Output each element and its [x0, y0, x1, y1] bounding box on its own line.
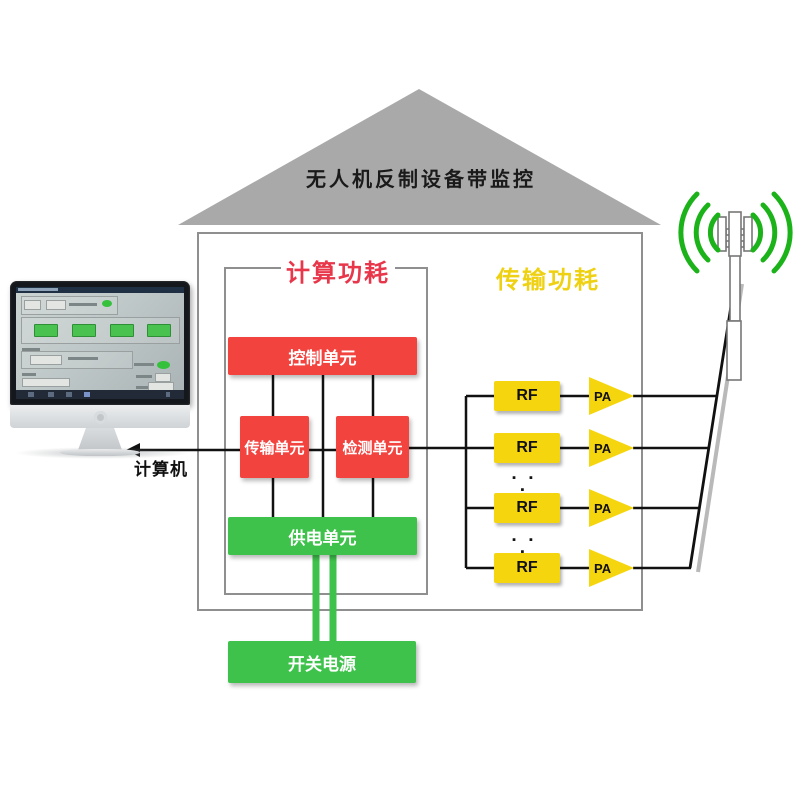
field-label-line-1	[136, 375, 152, 378]
antenna-mast-upper	[729, 254, 741, 322]
mode-text-line	[68, 357, 98, 360]
power-unit-box: 供电单元	[228, 517, 417, 555]
detect-unit-box: 检测单元	[336, 416, 409, 478]
monitor-stand-base	[60, 449, 140, 456]
field-label-line-2	[136, 386, 158, 389]
wifi-signal-icon	[678, 191, 793, 274]
roof-title: 无人机反制设备带监控	[306, 169, 536, 191]
roof-triangle	[178, 89, 661, 225]
taskbar-icon-2	[66, 392, 72, 397]
monitor-screen	[16, 287, 184, 399]
enable-toggle	[157, 361, 170, 369]
rf-ellipsis-1: ▪ ▪ ▪	[512, 472, 538, 496]
param-field	[22, 378, 70, 387]
rf-box-4: RF	[494, 553, 560, 583]
taskbar-start-icon	[28, 392, 34, 397]
taskbar	[16, 390, 184, 399]
value-field-1	[155, 373, 171, 382]
status-text-line	[69, 303, 97, 306]
transfer-unit-box: 传输单元	[240, 416, 309, 478]
pa-label: PA	[594, 388, 612, 404]
channel-button-4	[147, 324, 171, 337]
group-label-line	[22, 348, 40, 351]
app-title-text	[18, 288, 58, 291]
antenna-panel-right	[743, 216, 753, 252]
channel-button-3	[110, 324, 134, 337]
taskbar-icon-1	[48, 392, 54, 397]
antenna-panel-left	[717, 216, 727, 252]
wifi-arc-left-outer	[678, 191, 700, 274]
control-unit-box: 控制单元	[228, 337, 417, 375]
status-indicator-dot	[102, 300, 112, 307]
antenna-feed-line	[688, 273, 738, 569]
pa-label: PA	[594, 440, 612, 456]
channel-button-2	[72, 324, 96, 337]
monitor-stand-neck	[78, 428, 122, 450]
switch-psu-box: 开关电源	[228, 641, 416, 683]
wifi-arc-left-mid	[693, 202, 711, 263]
rf-box-2: RF	[494, 433, 560, 463]
wifi-arc-left-inner	[707, 212, 721, 253]
rf-ellipsis-2: ▪ ▪ ▪	[512, 534, 538, 558]
app-titlebar	[16, 287, 184, 293]
computer-label: 计算机	[134, 460, 188, 479]
antenna-panel-center	[728, 211, 742, 257]
computing-section-label: 计算功耗	[281, 253, 395, 288]
monitor-logo-circle	[94, 411, 107, 424]
taskbar-tray-icon	[166, 392, 170, 397]
wifi-arc-right-inner	[750, 212, 764, 253]
antenna-mast-lower	[726, 320, 742, 381]
rf-box-1: RF	[494, 381, 560, 411]
pa-label: PA	[594, 560, 612, 576]
wifi-arc-right-outer	[771, 191, 793, 274]
param-label-line	[22, 373, 36, 376]
mode-button	[30, 355, 62, 365]
transmission-section-label: 传输功耗	[496, 267, 600, 294]
antenna-icon	[717, 211, 753, 381]
channel-button-1	[34, 324, 58, 337]
connect-button	[46, 300, 66, 310]
toggle-label-line	[134, 363, 154, 366]
pa-label: PA	[594, 500, 612, 516]
wifi-arc-right-mid	[760, 202, 778, 263]
rf-box-3: RF	[494, 493, 560, 523]
taskbar-icon-3	[84, 392, 90, 397]
port-dropdown	[24, 300, 41, 310]
device-outer-frame	[197, 232, 643, 611]
